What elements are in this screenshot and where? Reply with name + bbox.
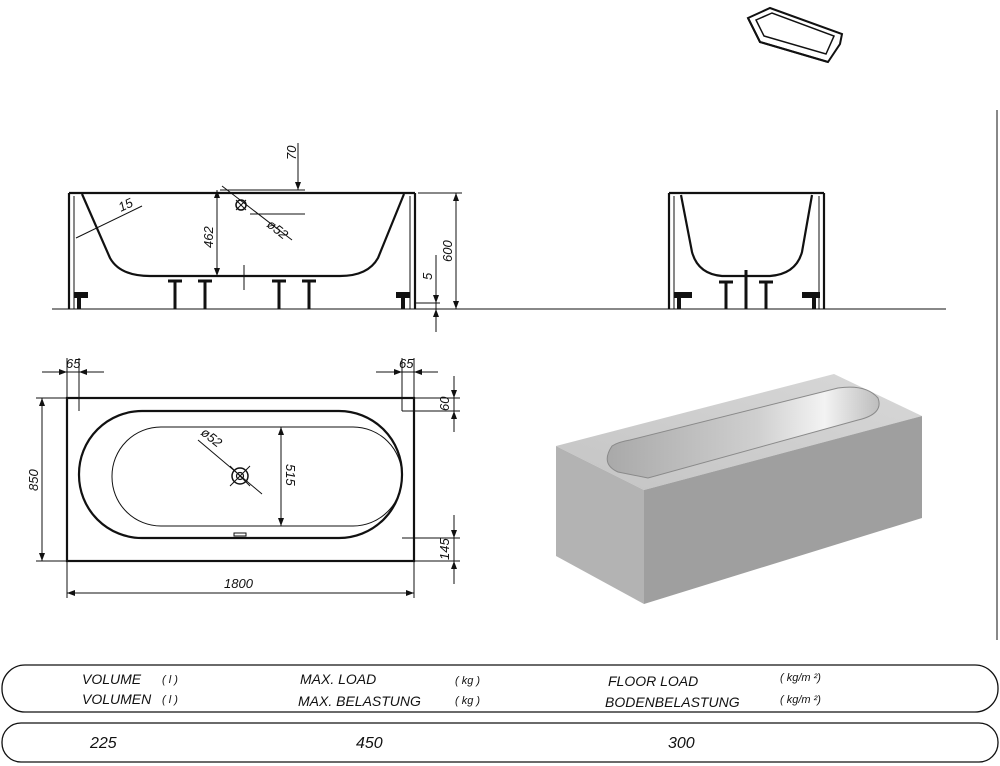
max-load-label-de: MAX. BELASTUNG [298,693,421,709]
floor-load-label-de: BODENBELASTUNG [605,694,740,710]
max-load-value: 450 [356,735,383,752]
volume-label-de: VOLUMEN [82,691,152,707]
max-load-label-en: MAX. LOAD [300,671,376,687]
dim-462-label: 462 [201,226,216,248]
dim-600-label: 600 [440,240,455,262]
dim-65-right-label: 65 [399,356,414,371]
floor-load-unit-2: ( kg/m ²) [780,694,821,706]
top-plan-view: ø52 515 65 65 60 145 [26,356,460,598]
dim-850-label: 850 [26,469,41,491]
dim-145-label: 145 [437,538,452,560]
spec-values-row [1,722,999,763]
dim-52-top-label: ø52 [198,425,225,451]
tub-thumbnail-icon [746,6,844,64]
max-load-unit-2: ( kg ) [455,695,480,707]
dim-515-label: 515 [283,464,298,486]
dim-1800-label: 1800 [224,576,254,591]
side-elevation-view: 15 70 462 ø52 600 5 [52,143,946,332]
drain-icon [231,467,249,485]
volume-label-en: VOLUME [82,671,142,687]
floor-load-unit-1: ( kg/m ²) [780,672,821,684]
dim-15-label: 15 [116,195,136,215]
end-elevation-view [667,191,826,309]
volume-unit-2: ( l ) [162,694,178,706]
dim-65-left-label: 65 [66,356,81,371]
spec-table: VOLUME VOLUMEN ( l ) ( l ) MAX. LOAD MAX… [1,664,999,763]
max-load-unit-1: ( kg ) [455,675,480,687]
floor-load-value: 300 [668,735,695,752]
dim-5-label: 5 [420,272,435,280]
dim-70-label: 70 [284,145,299,160]
tub-3d-render [556,374,922,604]
floor-load-label-en: FLOOR LOAD [608,673,698,689]
spec-header-row [1,664,999,713]
dim-52-side-label: ø52 [264,217,291,243]
volume-unit-1: ( l ) [162,674,178,686]
dim-60-label: 60 [437,396,452,411]
volume-value: 225 [89,735,117,752]
